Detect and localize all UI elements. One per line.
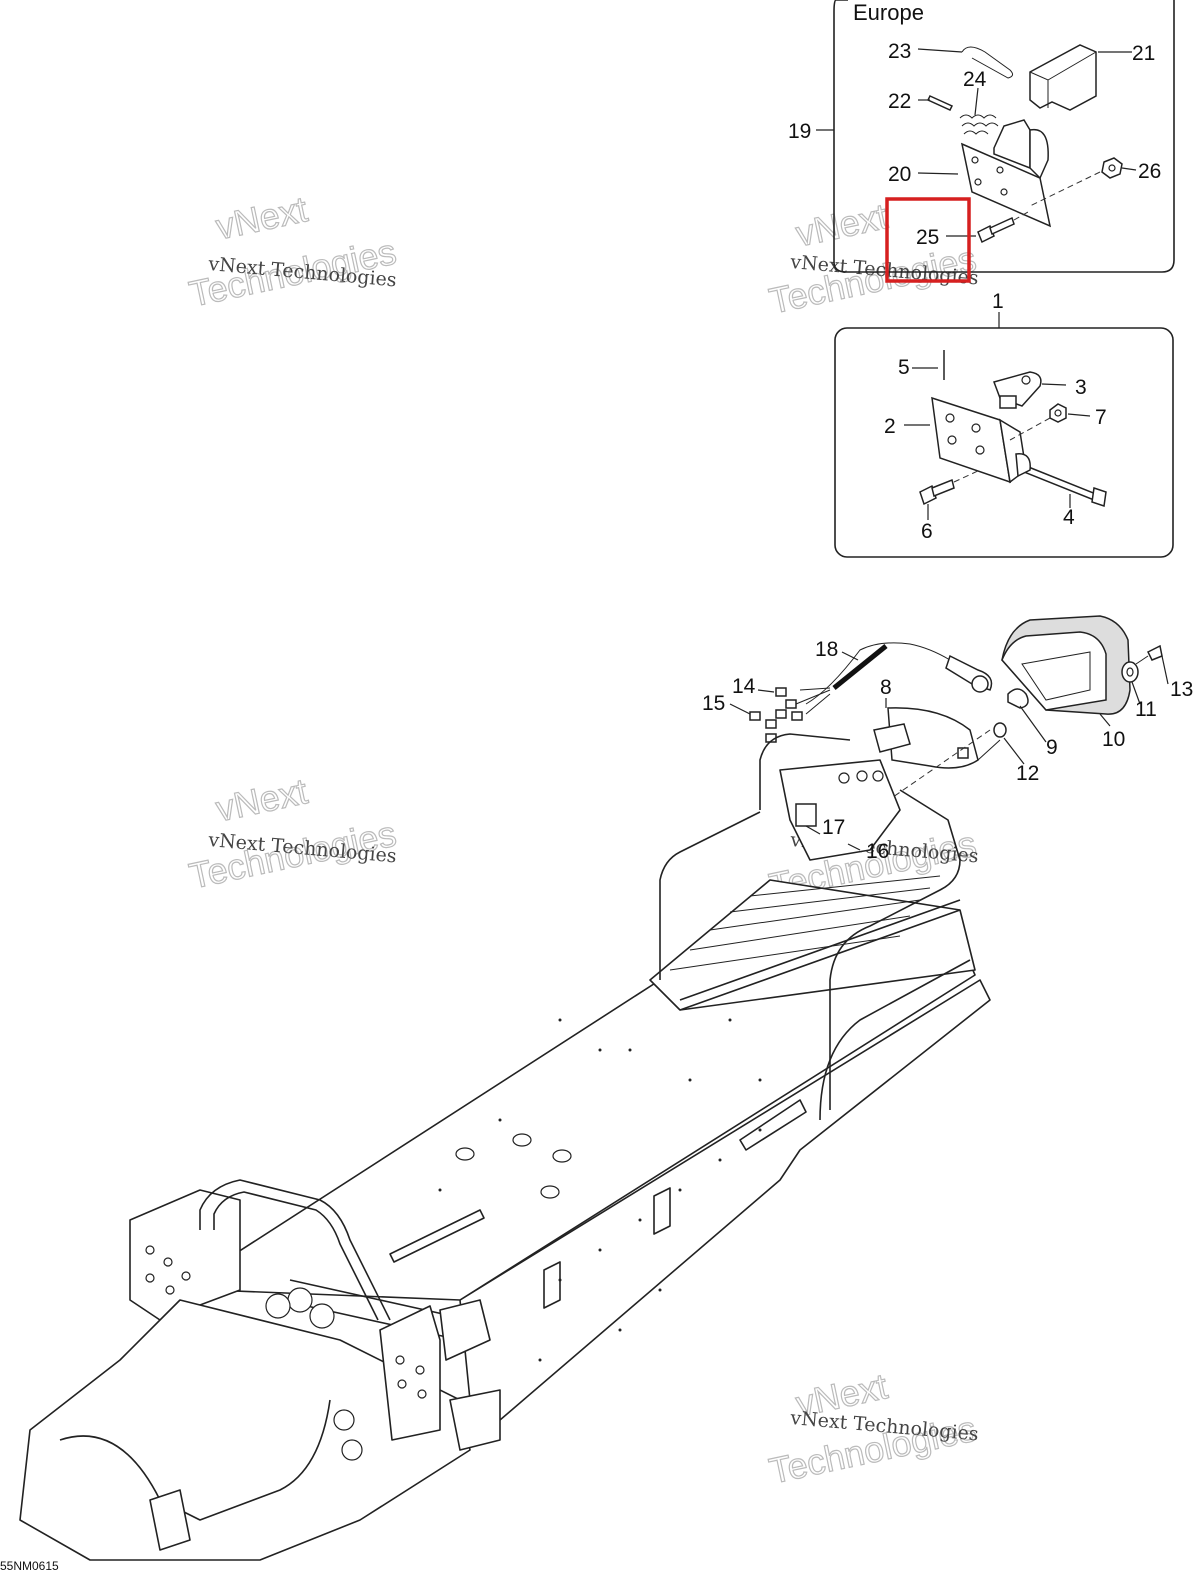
europe-panel: Europe 23 21 (788, 0, 1175, 283)
watermark: vNext Technologies (185, 770, 400, 897)
callout-11[interactable]: 11 (1135, 698, 1157, 721)
highlight-box-25 (885, 197, 971, 283)
callout-5[interactable]: 5 (898, 356, 910, 379)
wiring-harness-part (805, 642, 951, 705)
cap-part (1029, 44, 1097, 111)
callout-19[interactable]: 19 (788, 120, 811, 143)
screw-part (1146, 644, 1163, 661)
plate-part (931, 396, 1011, 484)
callout-26[interactable]: 26 (1138, 160, 1161, 183)
callout-24[interactable]: 24 (963, 68, 987, 91)
callout-6[interactable]: 6 (921, 520, 933, 543)
callout-18[interactable]: 18 (815, 638, 838, 661)
front-bumper (199, 1179, 391, 1321)
callout-23[interactable]: 23 (888, 40, 911, 63)
callout-25[interactable]: 25 (916, 226, 939, 249)
callout-9[interactable]: 9 (1046, 736, 1058, 759)
callout-7[interactable]: 7 (1095, 406, 1107, 429)
spring-part (959, 114, 999, 135)
long-bolt-part (1023, 465, 1097, 501)
chassis-frame: 17 16 (19, 733, 991, 1561)
terminal-part (775, 687, 787, 697)
hair-pin-part (961, 46, 1014, 79)
watermark: vNext Technologies (185, 188, 400, 315)
front-bulkhead (129, 1189, 241, 1321)
callout-3[interactable]: 3 (1075, 376, 1087, 399)
callout-4[interactable]: 4 (1063, 506, 1075, 529)
callout-8[interactable]: 8 (880, 676, 892, 699)
rear-rack (649, 879, 976, 1011)
callout-21[interactable]: 21 (1132, 42, 1155, 65)
callout-1[interactable]: 1 (992, 290, 1004, 313)
callout-17[interactable]: 17 (822, 816, 845, 839)
svg-text:vNext: vNext (212, 770, 311, 829)
nut-part (993, 722, 1007, 738)
tail-light-assembly: 18 14 15 8 9 10 11 12 13 (702, 615, 1193, 807)
callout-2[interactable]: 2 (884, 415, 896, 438)
callout-12[interactable]: 12 (1016, 762, 1039, 785)
bracket-plate-part (960, 142, 1052, 228)
callout-16[interactable]: 16 (866, 840, 889, 863)
callout-13[interactable]: 13 (1170, 678, 1193, 701)
diagram-code: 55NM0615 (0, 1559, 59, 1573)
callout-10[interactable]: 10 (1102, 728, 1125, 751)
callout-22[interactable]: 22 (888, 90, 911, 113)
europe-panel-title: Europe (853, 0, 924, 25)
callout-15[interactable]: 15 (702, 692, 725, 715)
svg-text:vNext: vNext (792, 195, 891, 254)
terminal-part (749, 711, 761, 721)
bracket-panel: 1 5 3 7 2 6 (834, 290, 1174, 558)
svg-text:vNext: vNext (212, 188, 311, 247)
pin-part (926, 95, 954, 111)
front-chassis (19, 1299, 471, 1561)
lamp-base-part (887, 707, 979, 769)
bulb-part (1007, 688, 1029, 709)
callout-20[interactable]: 20 (888, 163, 911, 186)
callout-14[interactable]: 14 (732, 675, 756, 698)
